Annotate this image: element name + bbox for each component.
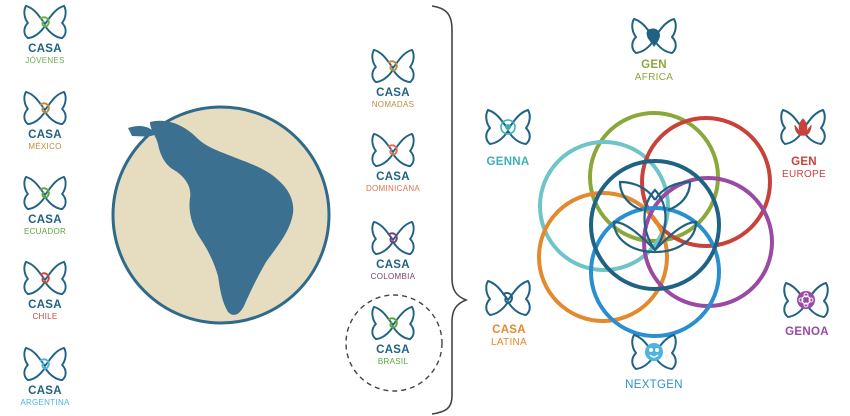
- icon-casa-ecuador: [23, 175, 67, 211]
- label-casa-dominicana: CASA DOMINICANA: [365, 171, 421, 193]
- brasil-highlight-circle: [345, 294, 443, 392]
- icon-gen-europe: [780, 109, 826, 145]
- icon-nextgen: [631, 334, 677, 370]
- label-casa-latina: CASA LATINA: [490, 324, 528, 348]
- icon-casa-dominicana: [371, 132, 415, 168]
- label-casa-chile: CASA CHILE: [28, 299, 62, 321]
- center-lotus-icon: [612, 180, 698, 254]
- icon-casa-latina: [485, 280, 531, 316]
- icon-casa-mexico: [23, 90, 67, 126]
- label-casa-mexico: CASA MÉXICO: [28, 129, 62, 151]
- south-america-landmass: [150, 120, 294, 315]
- label-casa-argentina: CASA ARGENTINA: [20, 385, 70, 407]
- icon-casa-brasil: [371, 305, 415, 341]
- icon-casa-chile: [23, 260, 67, 296]
- icon-casa-colombia: [371, 220, 415, 256]
- central-america-landmass: [128, 126, 156, 137]
- label-gen-africa: GEN AFRICA: [634, 59, 674, 83]
- icon-genoa: [783, 282, 829, 318]
- ring-nextgen: [589, 206, 721, 338]
- icon-casa-argentina: [23, 346, 67, 382]
- ring-genna: [538, 140, 670, 272]
- icon-genna: [485, 109, 531, 145]
- icon-casa-jovenes: [23, 4, 67, 40]
- label-genoa: GENOA: [785, 326, 829, 338]
- icon-gen-africa: [631, 18, 677, 54]
- ring-group: [537, 111, 774, 338]
- label-casa-brasil: CASA BRASIL: [376, 344, 410, 366]
- caribbean-island: [176, 139, 196, 146]
- globe: [111, 105, 331, 325]
- label-nextgen: NEXTGEN: [625, 379, 683, 391]
- label-genna: GENNA: [486, 156, 530, 168]
- label-casa-nomadas: CASA NOMADAS: [371, 87, 415, 109]
- ring-center: [589, 159, 721, 291]
- grouping-brace: [431, 5, 469, 415]
- label-casa-colombia: CASA COLOMBIA: [370, 259, 416, 281]
- label-gen-europe: GEN EUROPE: [781, 156, 827, 180]
- ring-latina: [537, 191, 669, 323]
- icon-casa-nomadas: [371, 48, 415, 84]
- label-casa-ecuador: CASA ECUADOR: [23, 214, 67, 236]
- ring-europe: [640, 116, 772, 248]
- label-casa-jovenes: CASA JÓVENES: [25, 43, 65, 65]
